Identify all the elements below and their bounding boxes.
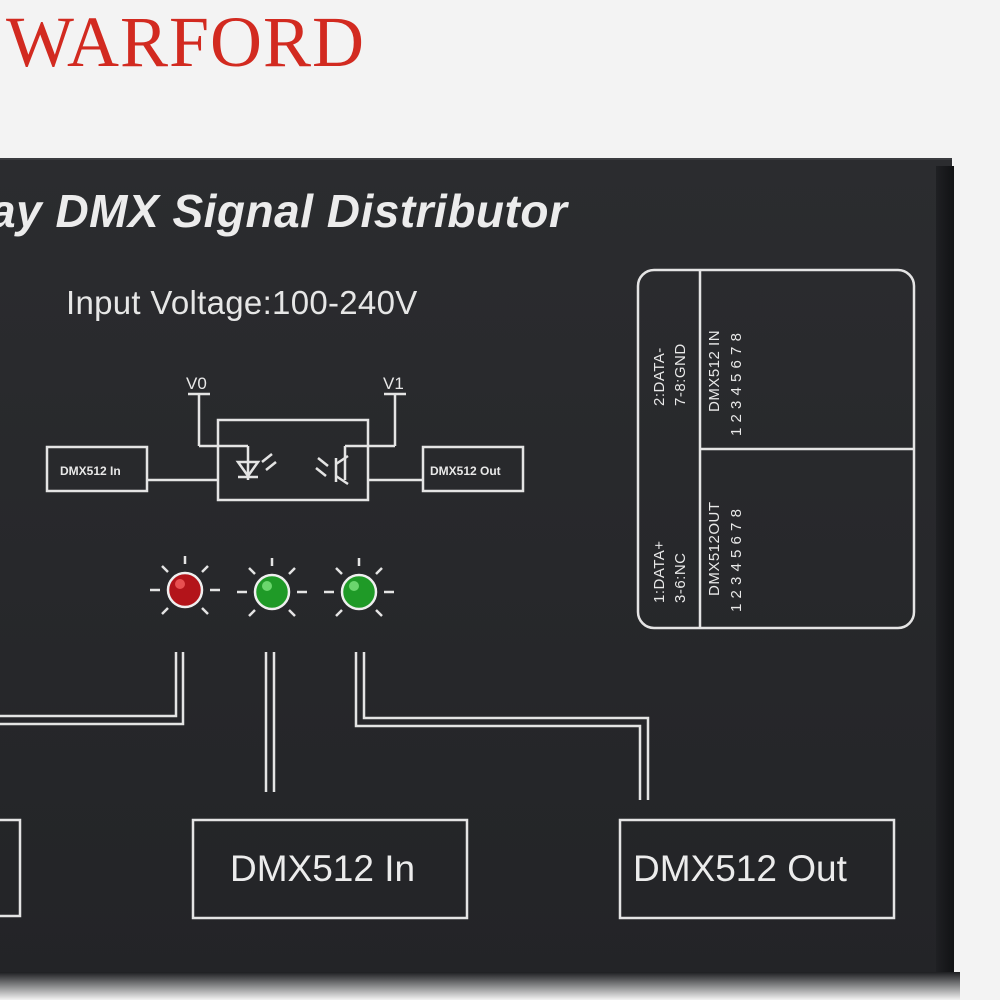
panel-right-edge — [936, 166, 954, 978]
led-indicator-green-1 — [253, 573, 291, 611]
schematic-output-box — [421, 445, 525, 493]
watermark-logo: WARFORD — [6, 2, 366, 82]
schematic-output-label: DMX512 Out — [430, 464, 501, 478]
device-title: ay DMX Signal Distributor — [0, 185, 568, 237]
port-label-box-left — [0, 818, 22, 918]
port-label-box-in — [191, 818, 469, 920]
pinout-dmx-out-title: DMX512OUT — [706, 501, 723, 596]
pinout-dmx-in-title: DMX512 IN — [706, 329, 723, 412]
dmx-distributor-panel — [0, 158, 952, 982]
led-indicators — [150, 556, 394, 617]
pinout-dmx-in-pins: 1 2 3 4 5 6 7 8 — [728, 332, 745, 436]
led-indicator-red — [166, 571, 204, 609]
input-voltage-label: Input Voltage:100-240V — [66, 284, 418, 321]
schematic-v1-label: V1 — [383, 374, 404, 393]
led-indicator-green-2 — [340, 573, 378, 611]
pinout-nc: 3-6:NC — [672, 552, 689, 603]
panel-bottom-edge — [0, 972, 960, 1000]
pinout-data-plus: 1:DATA+ — [651, 540, 668, 603]
pinout-gnd: 7-8:GND — [672, 343, 689, 406]
schematic-input-box — [45, 445, 149, 493]
port-label-box-out — [618, 818, 896, 920]
schematic-input-label: DMX512 In — [60, 464, 121, 478]
optocoupler-box — [216, 418, 370, 502]
port-label-dmx-out: DMX512 Out — [633, 848, 847, 889]
pinout-data-minus: 2:DATA- — [651, 347, 668, 406]
pinout-dmx-out-pins: 1 2 3 4 5 6 7 8 — [728, 508, 745, 612]
port-label-dmx-in: DMX512 In — [230, 848, 416, 889]
schematic-v0-label: V0 — [186, 374, 207, 393]
